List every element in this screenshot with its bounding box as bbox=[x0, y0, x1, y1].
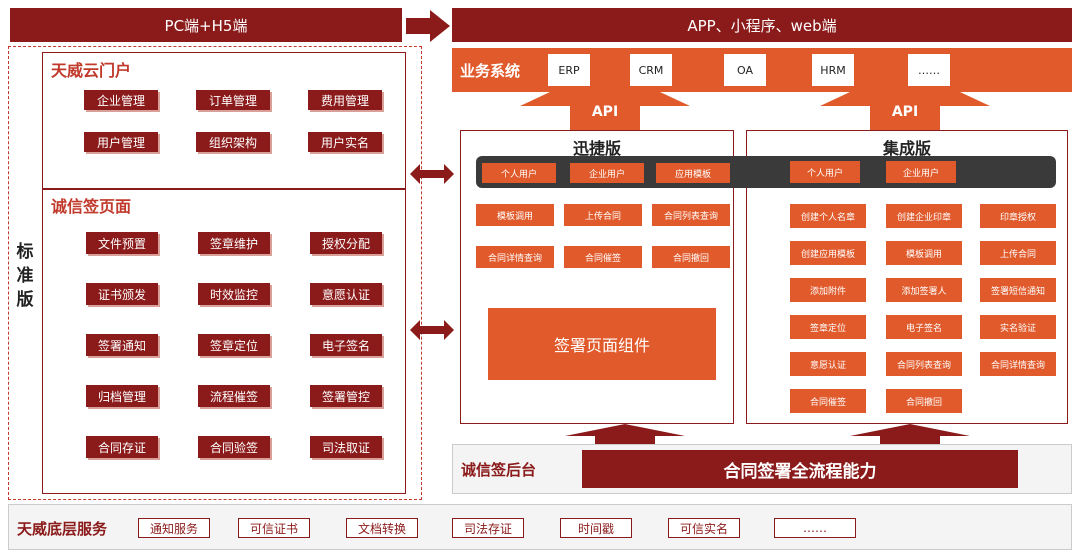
base-service-item: …… bbox=[774, 518, 856, 538]
integrated-user-type: 个人用户 bbox=[790, 161, 860, 183]
quick-api-item: 上传合同 bbox=[564, 204, 642, 226]
integrated-edition-box: 集成版 bbox=[746, 130, 1068, 424]
api-arrow-icon bbox=[520, 92, 690, 130]
integrated-api-item: 印章授权 bbox=[980, 204, 1056, 228]
api-arrow-icon bbox=[820, 92, 990, 130]
pc-h5-label: PC端+H5端 bbox=[164, 16, 248, 35]
quick-api-item: 合同催签 bbox=[564, 246, 642, 268]
double-arrow-icon bbox=[410, 164, 454, 184]
quick-user-type: 个人用户 bbox=[482, 163, 556, 183]
integrated-api-item: 合同撤回 bbox=[886, 389, 962, 413]
sign-page-item: 合同存证 bbox=[86, 436, 158, 458]
sign-page-item: 签章维护 bbox=[198, 232, 270, 254]
base-service-item: 文档转换 bbox=[346, 518, 418, 538]
standard-edition-region bbox=[8, 46, 422, 500]
quick-api-item: 合同列表查询 bbox=[652, 204, 730, 226]
integrated-api-item: 添加附件 bbox=[790, 278, 866, 302]
sign-page-item: 时效监控 bbox=[198, 283, 270, 305]
base-service-item: 司法存证 bbox=[452, 518, 524, 538]
sign-page-item: 签章定位 bbox=[198, 334, 270, 356]
user-type-bar bbox=[476, 156, 1056, 188]
integrated-edition-title: 集成版 bbox=[882, 139, 931, 158]
sign-page-item: 证书颁发 bbox=[86, 283, 158, 305]
portal-item: 订单管理 bbox=[196, 90, 270, 110]
sign-page-item: 合同验签 bbox=[198, 436, 270, 458]
sign-page-item: 电子签名 bbox=[310, 334, 382, 356]
quick-api-item: 合同详情查询 bbox=[476, 246, 554, 268]
app-web-label: APP、小程序、web端 bbox=[687, 16, 837, 35]
portal-section: 天威云门户 bbox=[42, 52, 406, 190]
business-system-label: 业务系统 bbox=[460, 62, 521, 80]
sign-page-component: 签署页面组件 bbox=[488, 308, 716, 380]
base-service-item: 通知服务 bbox=[138, 518, 210, 538]
base-services-label: 天威底层服务 bbox=[17, 520, 108, 538]
integrated-api-item: 合同详情查询 bbox=[980, 352, 1056, 376]
integrated-api-item: 意愿认证 bbox=[790, 352, 866, 376]
portal-item: 组织架构 bbox=[196, 132, 270, 152]
integrated-api-item: 电子签名 bbox=[886, 315, 962, 339]
business-system-0: ERP bbox=[548, 54, 590, 86]
business-system-2: OA bbox=[724, 54, 766, 86]
sign-page-item: 签署通知 bbox=[86, 334, 158, 356]
integrated-api-item: 创建个人名章 bbox=[790, 204, 866, 228]
quick-api-item: 合同撤回 bbox=[652, 246, 730, 268]
base-service-item: 可信实名 bbox=[668, 518, 740, 538]
integrated-api-item: 创建应用模板 bbox=[790, 241, 866, 265]
sign-page-item: 文件预置 bbox=[86, 232, 158, 254]
double-arrow-icon bbox=[410, 320, 454, 340]
quick-edition-title: 迅捷版 bbox=[572, 139, 621, 158]
quick-user-type: 应用模板 bbox=[656, 163, 730, 183]
portal-item: 用户管理 bbox=[84, 132, 158, 152]
integrated-api-item: 上传合同 bbox=[980, 241, 1056, 265]
base-service-item: 时间戳 bbox=[560, 518, 632, 538]
integrated-api-item: 签署短信通知 bbox=[980, 278, 1056, 302]
integrated-api-item: 合同列表查询 bbox=[886, 352, 962, 376]
integrated-api-item: 签章定位 bbox=[790, 315, 866, 339]
standard-edition-label: 标 准 版 bbox=[16, 242, 34, 310]
portal-item: 用户实名 bbox=[308, 132, 382, 152]
integrated-api-item: 实名验证 bbox=[980, 315, 1056, 339]
up-arrow-icon bbox=[850, 424, 970, 448]
sign-page-item: 授权分配 bbox=[310, 232, 382, 254]
portal-item: 企业管理 bbox=[84, 90, 158, 110]
up-arrow-icon bbox=[565, 424, 685, 448]
quick-edition-box: 迅捷版 bbox=[460, 130, 734, 424]
integrated-user-type: 企业用户 bbox=[886, 161, 956, 183]
sign-page-item: 流程催签 bbox=[198, 385, 270, 407]
app-web-bar: APP、小程序、web端 bbox=[452, 8, 1072, 42]
quick-api-item: 模板调用 bbox=[476, 204, 554, 226]
full-process-capability: 合同签署全流程能力 bbox=[582, 450, 1018, 488]
integrated-api-item: 添加签署人 bbox=[886, 278, 962, 302]
backend-label: 诚信签后台 bbox=[461, 461, 537, 479]
business-system-3: HRM bbox=[812, 54, 854, 86]
sign-page-section: 诚信签页面 bbox=[42, 188, 406, 494]
integrated-api-item: 合同催签 bbox=[790, 389, 866, 413]
sign-page-item: 归档管理 bbox=[86, 385, 158, 407]
portal-title: 天威云门户 bbox=[51, 61, 132, 80]
sign-page-title: 诚信签页面 bbox=[51, 197, 132, 216]
api-label-integrated: API bbox=[891, 104, 919, 120]
portal-item: 费用管理 bbox=[308, 90, 382, 110]
pc-h5-bar: PC端+H5端 bbox=[10, 8, 402, 42]
base-service-item: 可信证书 bbox=[238, 518, 310, 538]
sign-page-item: 司法取证 bbox=[310, 436, 382, 458]
business-system-1: CRM bbox=[630, 54, 672, 86]
api-label-quick: API bbox=[591, 104, 619, 120]
sign-page-item: 签署管控 bbox=[310, 385, 382, 407]
business-system-4: …… bbox=[908, 54, 950, 86]
right-arrow-icon bbox=[406, 10, 450, 42]
quick-user-type: 企业用户 bbox=[570, 163, 644, 183]
integrated-api-item: 创建企业印章 bbox=[886, 204, 962, 228]
integrated-api-item: 模板调用 bbox=[886, 241, 962, 265]
sign-page-item: 意愿认证 bbox=[310, 283, 382, 305]
